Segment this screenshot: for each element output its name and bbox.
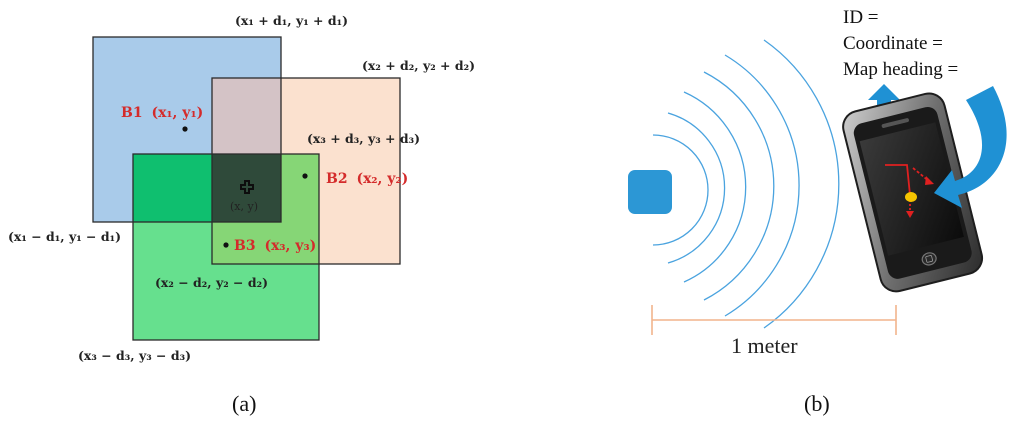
beacon-icon: [628, 170, 672, 214]
b1-name: B1: [121, 105, 143, 121]
b1-coord: (x₁, y₁): [151, 105, 203, 121]
panel-a-caption: (a): [232, 391, 256, 416]
position-dot: [905, 192, 917, 202]
signal-wave-3: [683, 91, 747, 283]
route-overlay: [885, 164, 931, 212]
b1-bottom-corner-label: (x₁ − d₁, y₁ − d₁): [8, 229, 121, 244]
overlap-b1-b3: [133, 154, 212, 222]
overlap-b2-b3: [281, 154, 319, 264]
info-coordinate-label: Coordinate =: [843, 33, 943, 54]
signal-wave-2: [667, 112, 726, 264]
route-arrowhead-icon: [906, 211, 914, 218]
panel-b-caption: (b): [804, 391, 830, 416]
b2-label: B2 (x₂, y₂): [326, 171, 408, 187]
up-arrow-icon: [868, 84, 900, 117]
signal-wave-5: [724, 54, 800, 317]
panel-b: 1 meter ID = Coordinate = Map heading = …: [628, 7, 1007, 416]
signal-wave-4: [703, 71, 775, 301]
b1-top-corner-label: (x₁ + d₁, y₁ + d₁): [235, 13, 348, 28]
route-arrowhead-right-icon: [925, 176, 934, 185]
distance-ruler: [651, 305, 897, 335]
estimated-position-label: (x, y): [230, 200, 258, 213]
b2-point: [302, 173, 308, 179]
b3-coord: (x₃, y₃): [264, 238, 316, 254]
b3-label: B3 (x₃, y₃): [234, 238, 316, 254]
b2-outline: [211, 77, 401, 265]
panel-a: (x₁ + d₁, y₁ + d₁) (x₂ + d₂, y₂ + d₂) (x…: [8, 13, 475, 416]
b1-label: B1 (x₁, y₁): [121, 105, 203, 121]
b3-outline: [132, 153, 320, 341]
signal-wave-6: [763, 39, 840, 329]
overlap-b1-b2: [212, 78, 281, 154]
b3-bottom-corner-label: (x₃ − d₃, y₃ − d₃): [78, 348, 191, 363]
info-map-heading-label: Map heading =: [843, 59, 958, 80]
overlap-b2-b3-lower: [212, 222, 281, 264]
estimated-position-cross: [240, 180, 254, 194]
info-id-label: ID =: [843, 7, 879, 28]
b3-point: [223, 242, 229, 248]
b2-top-corner-label: (x₂ + d₂, y₂ + d₂): [362, 58, 475, 73]
signal-wave-1: [652, 134, 709, 246]
curved-heading-arrow-icon: [934, 86, 1007, 208]
b3-name: B3: [234, 238, 256, 254]
b1-outline: [92, 36, 282, 223]
b2-bottom-corner-label: (x₂ − d₂, y₂ − d₂): [155, 275, 268, 290]
phone-screen: [859, 122, 964, 256]
b2-coord: (x₂, y₂): [356, 171, 408, 187]
signal-waves: [652, 39, 840, 329]
phone-home-button: [921, 252, 937, 266]
b3-top-corner-label: (x₃ + d₃, y₃ + d₃): [307, 131, 420, 146]
overlap-all: [212, 154, 281, 222]
b2-name: B2: [326, 171, 348, 187]
b1-point: [182, 126, 188, 132]
distance-label: 1 meter: [731, 333, 798, 358]
